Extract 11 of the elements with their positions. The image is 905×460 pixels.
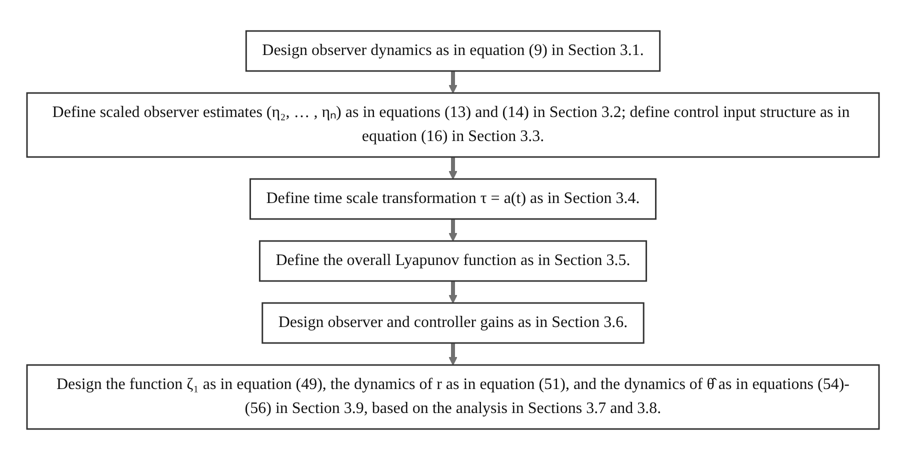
arrow [448, 218, 457, 242]
arrow [448, 342, 457, 366]
node-box: Design the function ζ₁ as in equation (49), the dynamics of r as in equation (51), and the dynamics of θ̂ as in equations (54)-(56) in Section 3.9, based on the analysis in Sections 3.7 and 3.8. [26, 364, 880, 430]
node-box: Define the overall Lyapunov function as in Section 3.5. [258, 240, 647, 282]
node-box: Define scaled observer estimates (η₂, … , ηₙ) as in equations (13) and (14) in Section 3.2; define control input structure as in equation (16) in Section 3.3. [26, 92, 880, 158]
arrow [448, 280, 457, 304]
node-box: Define time scale transformation τ = a(t) as in Section 3.4. [248, 178, 656, 220]
node-box: Design observer dynamics as in equation (9) in Section 3.1. [244, 30, 660, 72]
arrow [448, 70, 457, 94]
node-box: Design observer and controller gains as in Section 3.6. [261, 302, 644, 344]
arrow [448, 156, 457, 180]
